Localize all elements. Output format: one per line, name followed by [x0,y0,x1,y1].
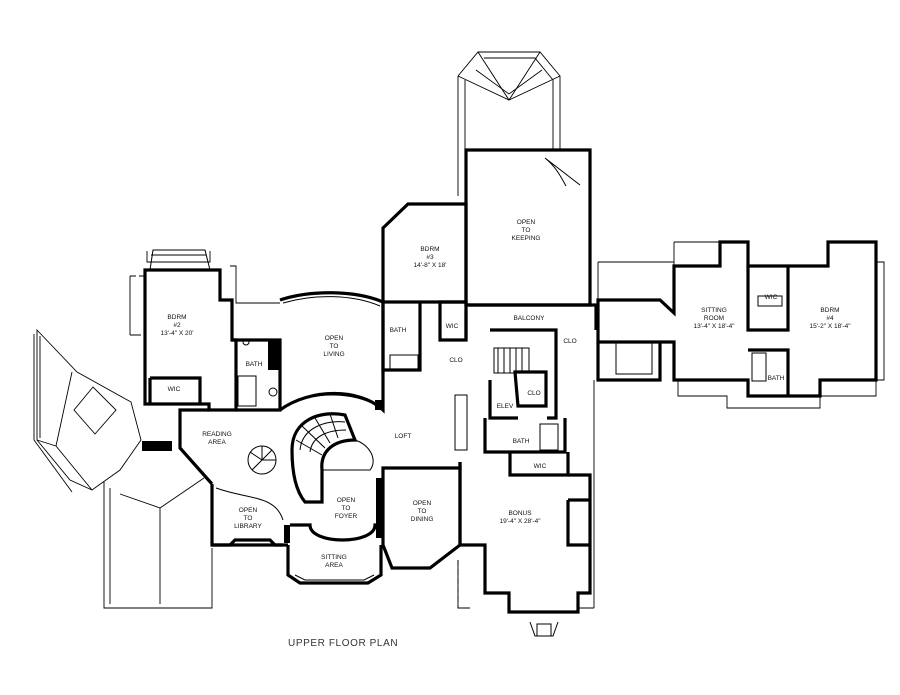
loft-label: LOFT [395,433,412,440]
sitting-room-name: SITTING [701,307,727,314]
bdrm4-dim: 15'-2" X 18'-4" [809,323,851,330]
clo-a-label: CLO [449,357,462,364]
bath-bdrm2-label: BATH [246,361,263,368]
reading-area-1: READING [202,431,232,438]
open-living-2: TO [330,343,339,350]
bdrm3-dim: 14'-8" X 18' [414,262,447,269]
plan-title: UPPER FLOOR PLAN [288,638,398,649]
open-library-1: OPEN [239,507,258,514]
open-living-3: LIVING [323,351,344,358]
walls [143,148,878,614]
sitting-area-2: AREA [325,562,343,569]
bdrm3-num: #3 [426,254,434,261]
open-dining-2: TO [418,508,427,515]
open-foyer-1: OPEN [337,497,356,504]
balcony-label: BALCONY [513,315,545,322]
stair-details [142,295,783,637]
open-dining-3: DINING [411,516,434,523]
clo-c-label: CLO [563,338,576,345]
wic-bonus-label: WIC [534,463,547,470]
sitting-room-dim: 13'-4" X 18'-4" [693,323,735,330]
bdrm2-name: BDRM [167,314,186,321]
bonus-name: BONUS [508,510,532,517]
clo-b-label: CLO [527,390,540,397]
wic-bdrm3-label: WIC [446,323,459,330]
open-dining-1: OPEN [413,500,432,507]
bath-bdrm3-label: BATH [390,327,407,334]
open-keeping-1: OPEN [517,219,536,226]
open-library-2: TO [244,515,253,522]
bath-bonus-label: BATH [513,438,530,445]
bdrm3-name: BDRM [420,246,439,253]
open-foyer-2: TO [342,505,351,512]
wic-bdrm4-label: WIC [765,294,778,301]
room-labels: BDRM #2 13'-4" X 20' BDRM #3 14'-8" X 18… [161,219,852,569]
open-library-3: LIBRARY [234,523,262,530]
bdrm4-num: #4 [826,315,834,322]
sitting-room-name2: ROOM [704,315,724,322]
bdrm2-dim: 13'-4" X 20' [161,330,194,337]
reading-area-2: AREA [208,439,226,446]
bdrm4-name: BDRM [820,307,839,314]
dashed-lines [130,262,591,608]
wic-bdrm2-label: WIC [168,386,181,393]
sitting-area-1: SITTING [321,554,347,561]
open-keeping-2: TO [522,227,531,234]
bath-bdrm4-label: BATH [768,375,785,382]
open-keeping-3: KEEPING [512,235,541,242]
open-living-1: OPEN [325,335,344,342]
open-foyer-3: FOYER [335,513,358,520]
elev-label: ELEV [497,403,514,410]
bdrm2-num: #2 [173,322,181,329]
bonus-dim: 19'-4" X 28'-4" [499,518,541,525]
